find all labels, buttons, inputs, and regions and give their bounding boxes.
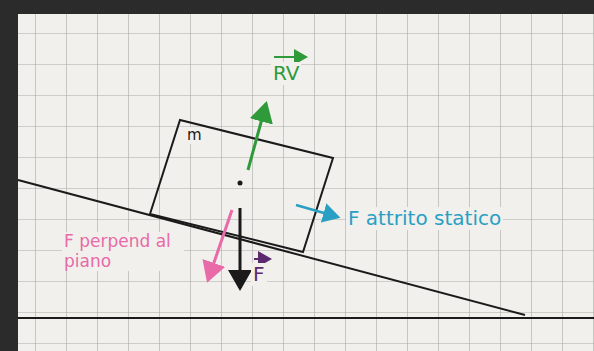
center-dot <box>238 181 243 186</box>
dark-frame <box>0 0 18 351</box>
force-label: F attrito statico <box>346 207 503 230</box>
incline-line <box>18 180 525 315</box>
normal-force-arrow <box>248 104 266 170</box>
mass-label: m <box>185 127 204 144</box>
vector-sign <box>254 258 270 260</box>
ground-line <box>18 317 594 319</box>
force-label: RV <box>271 62 301 85</box>
force-label: F <box>251 263 267 286</box>
dark-frame <box>0 0 594 14</box>
perpendicular-force-arrow <box>208 210 232 280</box>
force-label: F perpend al piano <box>62 232 184 271</box>
vector-sign <box>274 56 306 58</box>
friction-arrow <box>296 205 338 217</box>
weight-arrow <box>239 208 242 288</box>
